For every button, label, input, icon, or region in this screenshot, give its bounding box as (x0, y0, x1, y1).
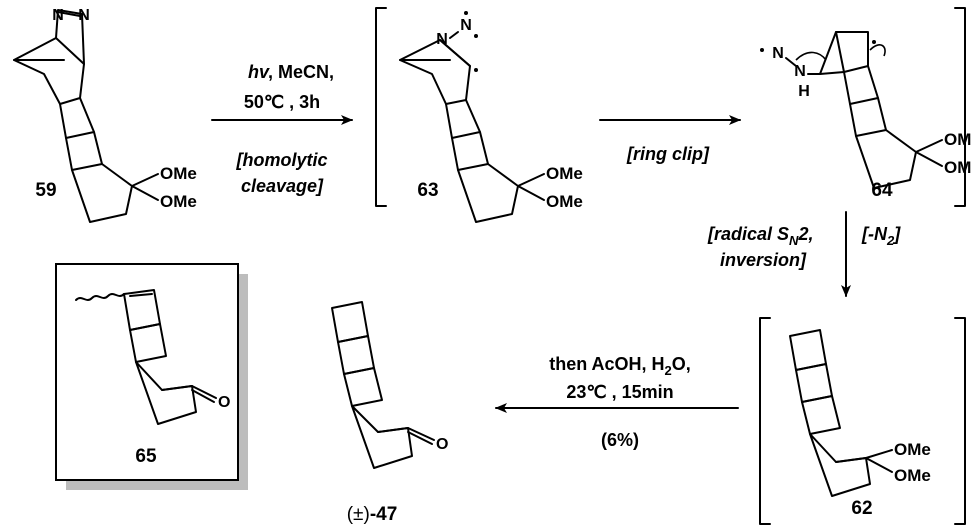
n-atom-label: N (460, 17, 472, 34)
step2-label: [ring clip] (626, 144, 710, 164)
compound-63-label: 63 (417, 180, 438, 201)
ome-label: OMe (546, 192, 583, 211)
ome-label: OMe (160, 164, 197, 183)
compound-59-structure: N N OMe OMe (13, 7, 197, 223)
step3-label-1: [radical SN2, (707, 224, 813, 248)
n-atom-label: N (78, 7, 90, 24)
ome-label: OMe (546, 164, 583, 183)
bracket-62-left (759, 317, 771, 525)
n-atom-label: N (772, 45, 784, 62)
step1-note-2: cleavage] (241, 176, 324, 196)
step4-yield: (6%) (601, 430, 639, 450)
compound-63-structure: N N OMe OMe (399, 11, 583, 223)
compound-59-label: 59 (35, 180, 56, 201)
o-atom-label: O (218, 394, 230, 411)
ome-label: OMe (160, 192, 197, 211)
ome-label: OMe (894, 440, 931, 459)
compound-47-structure: O (331, 301, 448, 469)
step1-note-1: [homolytic (235, 150, 327, 170)
compound-62-label: 62 (851, 498, 872, 519)
step1-temp-time: 50℃ , 3h (244, 92, 320, 112)
bracket-63-left (375, 7, 387, 207)
compound-64-structure: N N H OMe OMe (760, 31, 972, 189)
step4-reagents: then AcOH, H2O, (549, 354, 691, 378)
bracket-64-right (954, 7, 966, 207)
step4-temp-time: 23℃ , 15min (566, 382, 673, 402)
step1-solvent: , MeCN, (268, 62, 334, 82)
bracket-62-right (954, 317, 966, 525)
ome-label: OMe (944, 130, 972, 149)
compound-65-label: 65 (135, 446, 157, 467)
n-atom-label: N (52, 7, 64, 24)
compound-65-structure: O (75, 289, 230, 425)
ome-label: OMe (894, 466, 931, 485)
compound-62-structure: OMe OMe (789, 329, 931, 497)
o-atom-label: O (436, 436, 448, 453)
h-atom-label: H (798, 83, 810, 100)
step3-extra: [-N2] (861, 224, 901, 248)
step1-hv: hv (248, 62, 270, 82)
compound-47-label: (±)-47 (347, 504, 398, 525)
n-atom-label: N (436, 31, 448, 48)
step3-label-2: inversion] (720, 250, 807, 270)
n-atom-label: N (794, 63, 806, 80)
compound-64-label: 64 (871, 180, 893, 201)
ome-label: OMe (944, 158, 972, 177)
